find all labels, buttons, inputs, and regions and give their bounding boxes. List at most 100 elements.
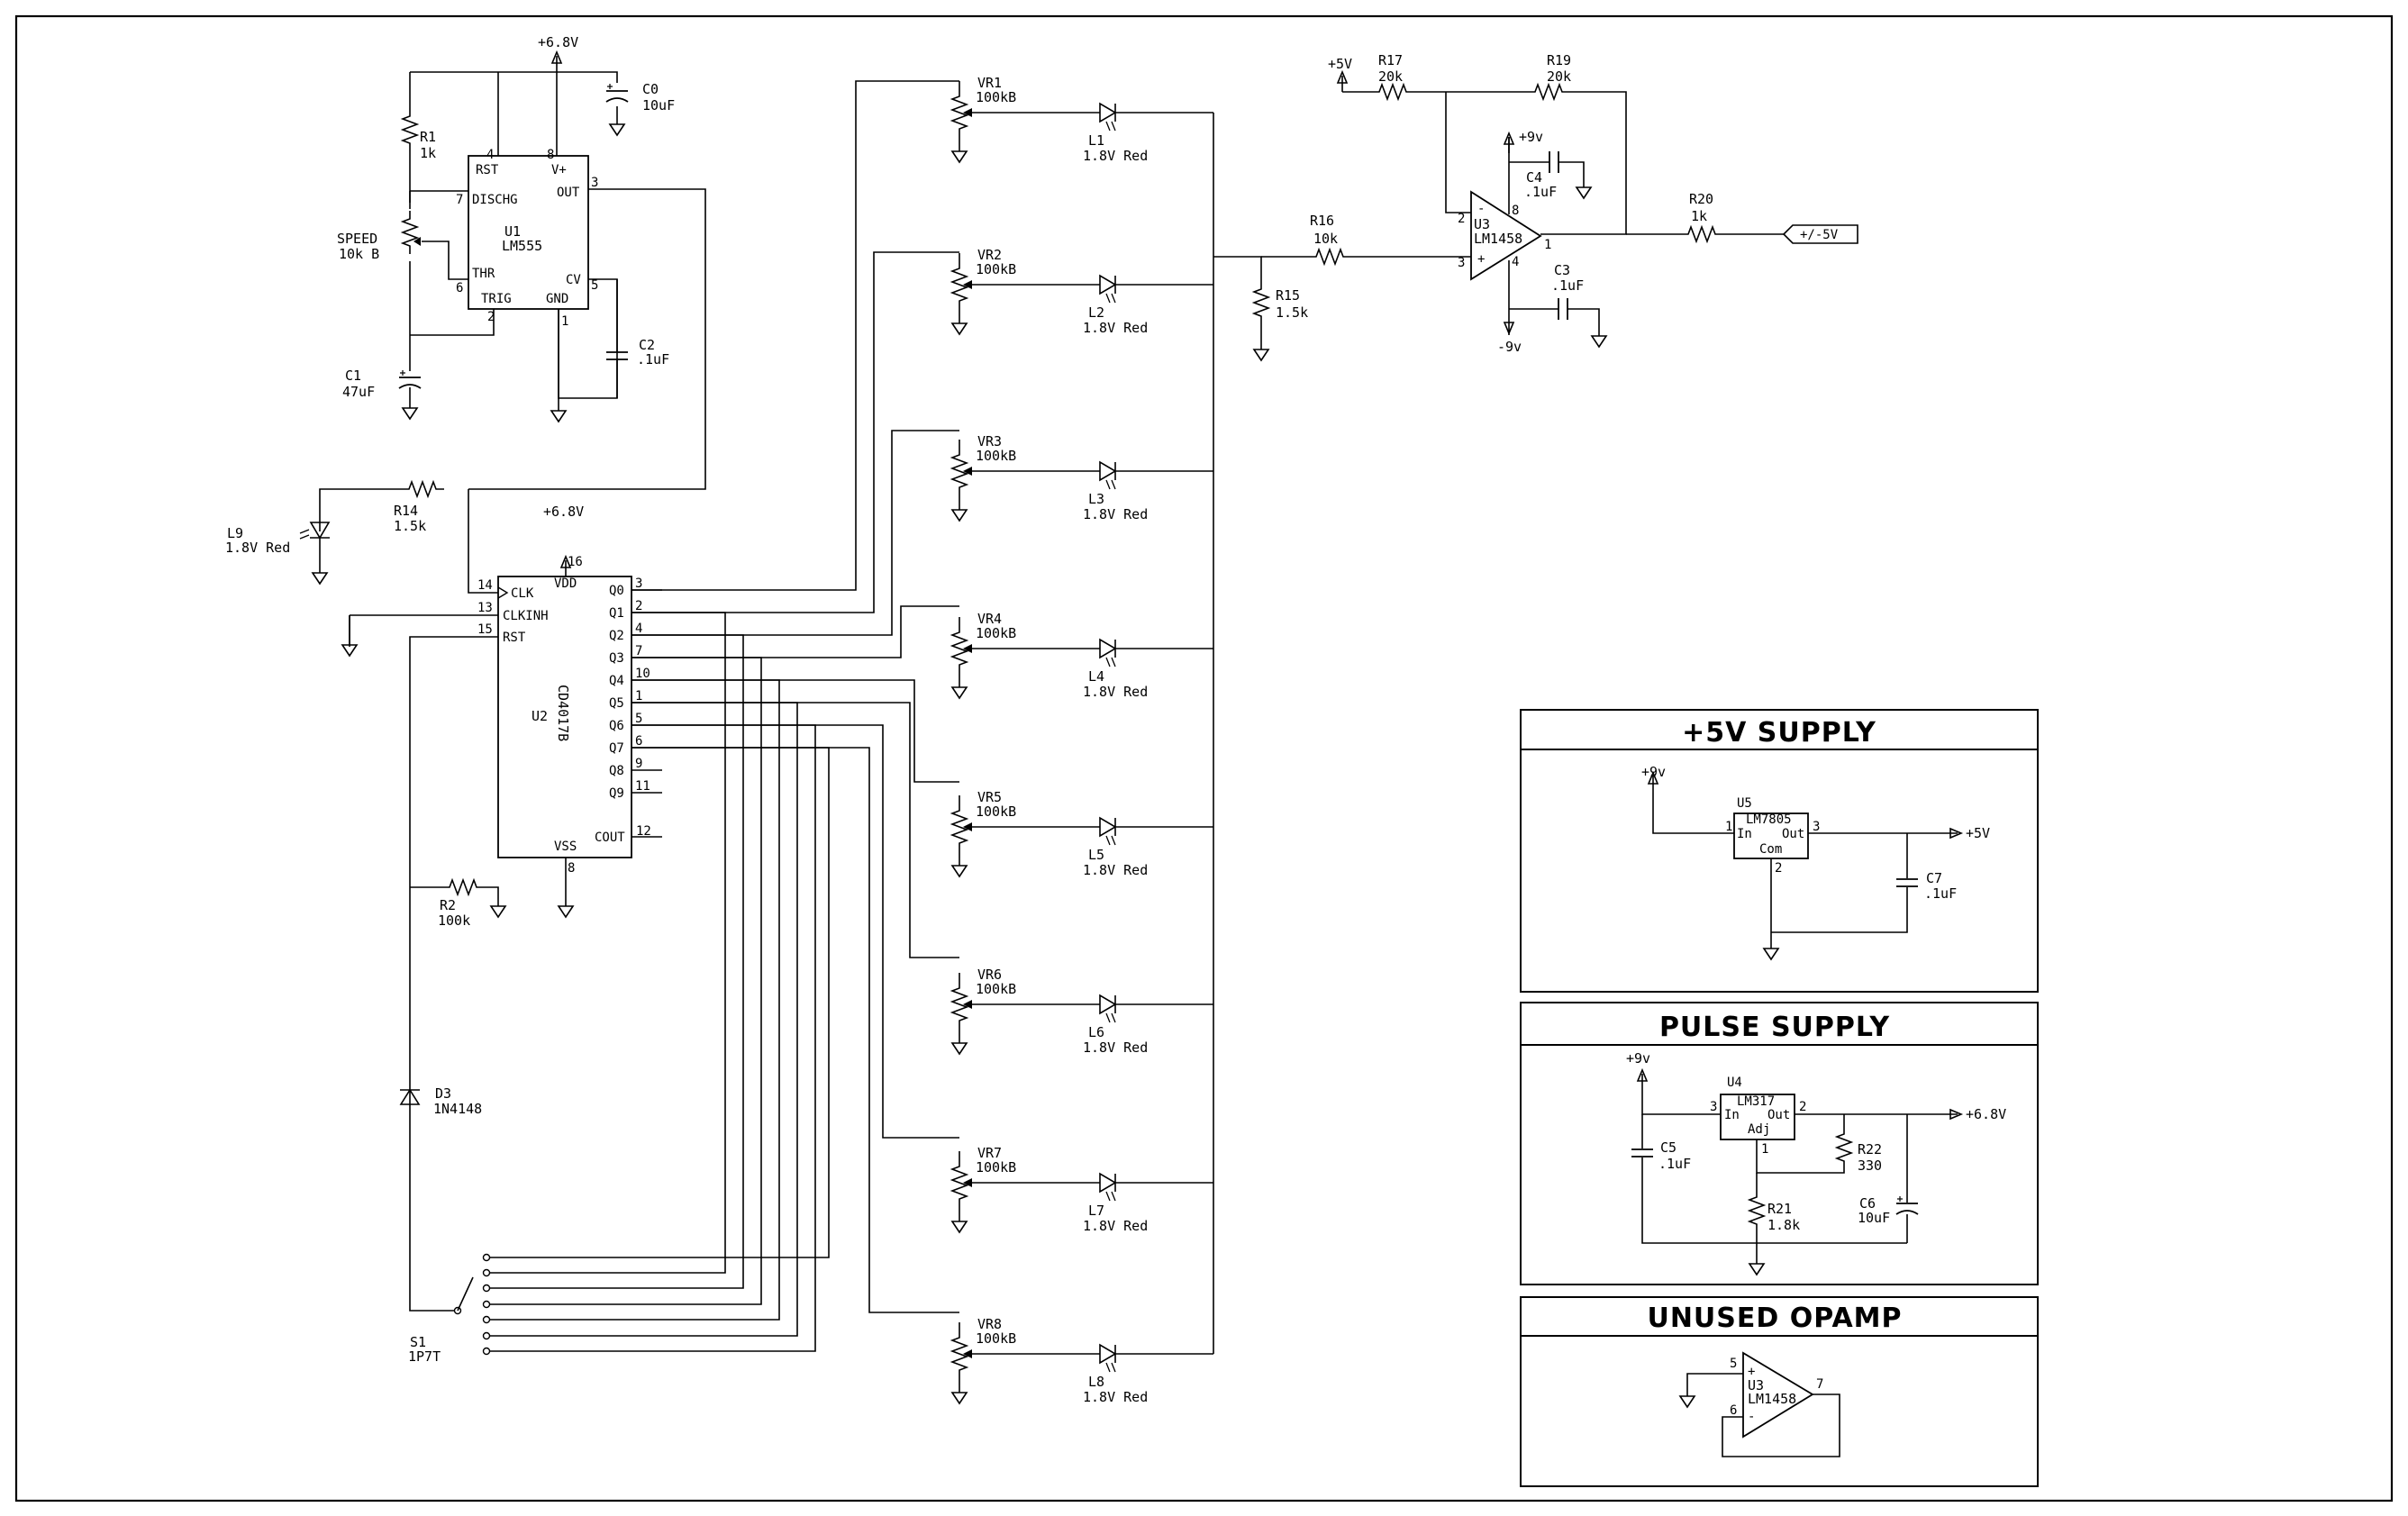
svg-text:1N4148: 1N4148 [433, 1101, 482, 1117]
svg-text:R21: R21 [1767, 1201, 1792, 1217]
svg-text:C2: C2 [639, 337, 655, 353]
svg-text:Adj: Adj [1748, 1122, 1770, 1137]
r1-resistor: R1 1k [402, 107, 436, 161]
svg-text:In: In [1724, 1108, 1740, 1122]
svg-text:PULSE SUPPLY: PULSE SUPPLY [1659, 1012, 1890, 1043]
svg-text:CLKINH: CLKINH [503, 609, 549, 623]
svg-text:-: - [1748, 1410, 1755, 1424]
svg-text:R2: R2 [440, 897, 456, 913]
svg-text:47uF: 47uF [342, 384, 375, 400]
svg-text:L9: L9 [227, 525, 243, 541]
svg-text:2: 2 [1458, 212, 1465, 226]
led-value: 1.8V Red [1083, 320, 1148, 336]
switch-contact [482, 1268, 491, 1277]
vr-label: VR5 [977, 789, 1002, 805]
svg-text:U1: U1 [504, 223, 521, 240]
svg-text:LM7805: LM7805 [1746, 812, 1792, 827]
svg-text:6: 6 [1730, 1403, 1737, 1418]
u2-cd4017b: VDD CLK CLKINH RST VSS COUT U2 CD4017B 1… [477, 555, 651, 876]
vr-label: VR6 [977, 967, 1002, 983]
svg-text:U5: U5 [1737, 796, 1752, 811]
vr-label: VR8 [977, 1316, 1002, 1332]
u2-pin-number: 7 [635, 644, 642, 658]
led-label: L1 [1088, 132, 1104, 149]
c2-capacitor: C2 .1uF [605, 279, 669, 398]
svg-text:UNUSED OPAMP: UNUSED OPAMP [1647, 1303, 1902, 1334]
svg-text:2: 2 [1799, 1100, 1806, 1114]
svg-text:V+: V+ [551, 163, 567, 177]
led-value: 1.8V Red [1083, 684, 1148, 700]
u1-lm555: RST V+ DISCHG OUT U1 LM555 THR CV TRIG G… [456, 148, 598, 329]
svg-text:VDD: VDD [554, 576, 577, 591]
u2-pin-number: 3 [635, 576, 642, 591]
led-value: 1.8V Red [1083, 1389, 1148, 1405]
svg-text:VSS: VSS [554, 840, 577, 854]
svg-text:OUT: OUT [557, 186, 580, 200]
svg-text:14: 14 [477, 578, 493, 593]
r2-resistor: R2 100k [438, 879, 486, 929]
u2-pin-number: 10 [635, 667, 650, 681]
vr-label: VR4 [977, 611, 1002, 627]
summing-bus: R15 1.5k R16 10k [1213, 113, 1471, 1354]
svg-text:1.8k: 1.8k [1767, 1217, 1800, 1233]
led-label: L4 [1088, 668, 1104, 685]
svg-text:+6.8V: +6.8V [538, 34, 578, 50]
svg-text:1.8V Red: 1.8V Red [225, 540, 290, 556]
led-label: L8 [1088, 1374, 1104, 1390]
svg-text:R20: R20 [1689, 191, 1713, 207]
u2-pin-q8: Q8 [609, 764, 624, 778]
svg-text:100k: 100k [438, 912, 470, 929]
u2-pin-number: 6 [635, 734, 642, 749]
svg-text:2: 2 [1775, 861, 1782, 876]
svg-text:LM1458: LM1458 [1474, 231, 1522, 247]
svg-text:10k: 10k [1313, 231, 1338, 247]
d3-diode: D3 1N4148 [399, 1085, 482, 1117]
svg-text:7: 7 [456, 193, 463, 207]
svg-text:+5V: +5V [1966, 825, 1990, 841]
svg-text:1: 1 [1725, 820, 1732, 834]
u2-pin-q3: Q3 [609, 651, 624, 666]
svg-text:THR: THR [472, 267, 495, 281]
svg-text:CLK: CLK [511, 586, 534, 601]
svg-text:5: 5 [591, 278, 598, 293]
svg-text:C7: C7 [1926, 870, 1942, 886]
svg-text:-: - [1477, 202, 1485, 216]
svg-text:.1uF: .1uF [1658, 1156, 1691, 1172]
c1-capacitor: C1 47uF [342, 368, 422, 420]
svg-text:U3: U3 [1474, 216, 1490, 232]
svg-text:.1uF: .1uF [637, 351, 669, 368]
box-unused-opamp: UNUSED OPAMP + - U3 LM1458 5 6 7 [1520, 1296, 2039, 1487]
svg-text:In: In [1737, 827, 1752, 841]
vr-value: 100kB [976, 89, 1016, 105]
svg-text:+9v: +9v [1626, 1050, 1650, 1067]
svg-text:R14: R14 [394, 503, 418, 519]
svg-text:LM1458: LM1458 [1748, 1391, 1796, 1407]
svg-text:TRIG: TRIG [481, 292, 512, 306]
svg-text:RST: RST [476, 163, 499, 177]
u2-pin-number: 1 [635, 689, 642, 704]
vr-value: 100kB [976, 1330, 1016, 1347]
svg-text:S1: S1 [410, 1334, 426, 1350]
svg-text:1: 1 [561, 314, 568, 329]
svg-text:+5V SUPPLY: +5V SUPPLY [1682, 717, 1876, 749]
u2-pin-q2: Q2 [609, 629, 624, 643]
s1-rotary-switch[interactable]: S1 1P7T [408, 1253, 491, 1366]
svg-text:RST: RST [503, 631, 526, 645]
svg-text:COUT: COUT [595, 831, 625, 845]
vr-label: VR3 [977, 433, 1002, 449]
svg-text:13: 13 [477, 601, 493, 615]
vr-value: 100kB [976, 448, 1016, 464]
svg-text:8: 8 [568, 861, 575, 876]
svg-text:D3: D3 [435, 1085, 451, 1102]
svg-text:LM317: LM317 [1737, 1094, 1775, 1109]
led-value: 1.8V Red [1083, 148, 1148, 164]
switch-contact [482, 1331, 491, 1340]
svg-text:330: 330 [1858, 1157, 1882, 1174]
sheet-border [14, 14, 2394, 1502]
svg-text:8: 8 [1512, 204, 1519, 218]
q-trace [632, 430, 959, 636]
